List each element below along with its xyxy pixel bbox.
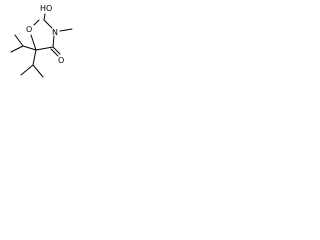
- bond-ipr2-me-a: [20, 64, 34, 76]
- bond-c5-ipr2: [32, 49, 37, 66]
- molecule-structure: HO O N O: [10, 4, 73, 78]
- atom-label-hydroxyl: HO: [40, 4, 52, 13]
- bond-c4-o-double-b: [50, 48, 59, 57]
- bond-c4-o-double-a: [52, 46, 61, 55]
- bond-c5-o1: [30, 34, 37, 51]
- atom-label-ring-oxygen: O: [26, 25, 32, 34]
- bond-c2-oh: [43, 13, 46, 21]
- bond-ipr1-me-b: [10, 45, 24, 53]
- structure-canvas: HO O N O: [0, 0, 82, 87]
- bond-n3-c4: [52, 35, 55, 48]
- bond-ipr2-me-b: [32, 64, 44, 78]
- bond-c5-ipr1: [22, 45, 37, 51]
- bond-n3-methyl: [59, 28, 73, 32]
- bond-c2-n3: [43, 19, 53, 29]
- atom-label-nitrogen: N: [52, 28, 58, 37]
- atom-label-carbonyl-oxygen: O: [58, 56, 64, 65]
- bond-ipr1-me-a: [14, 34, 24, 47]
- bond-o1-c2: [33, 19, 40, 26]
- bond-c4-c5: [35, 46, 54, 51]
